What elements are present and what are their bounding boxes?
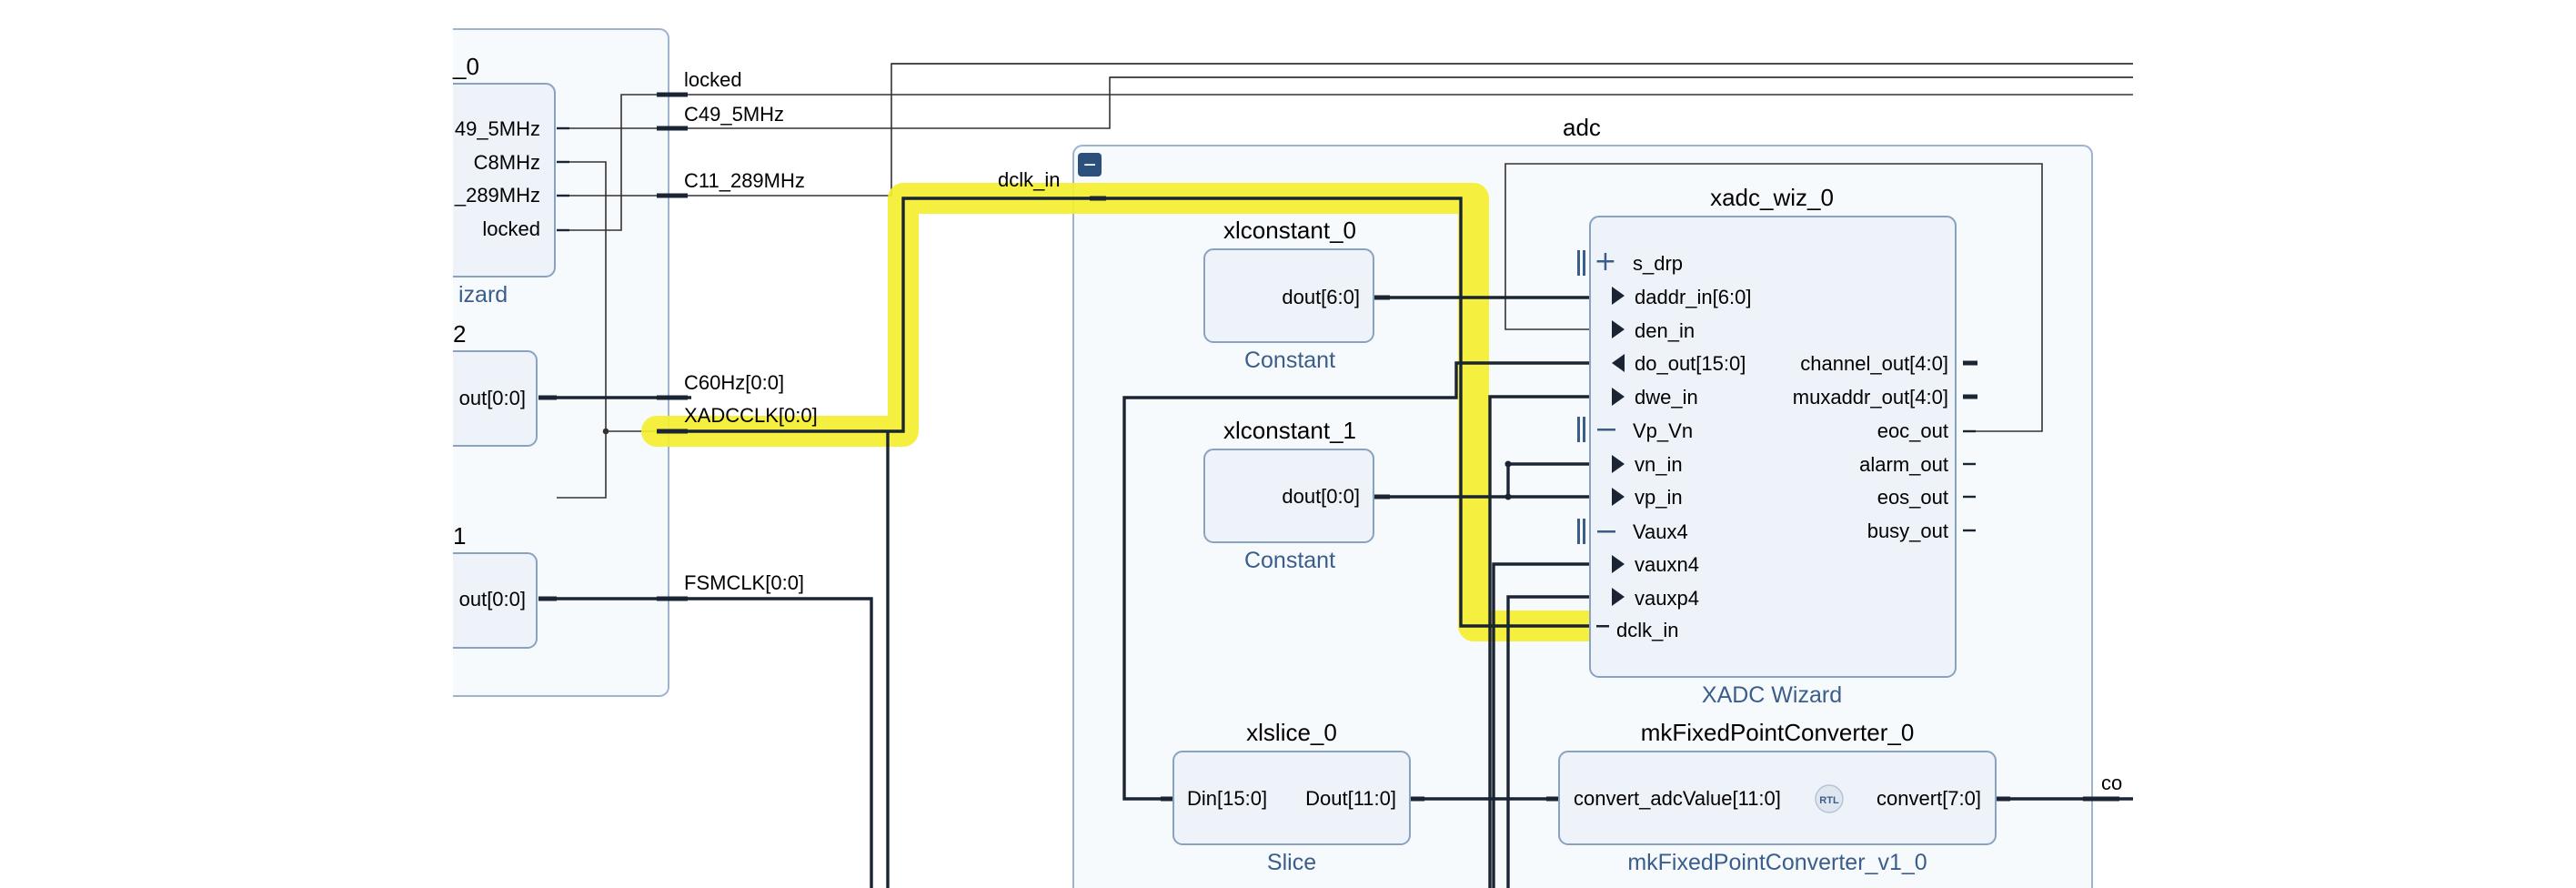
- thin-wires: [557, 63, 2138, 499]
- xlconstant-0-title: xlconstant_0: [1223, 217, 1356, 244]
- xadc-wiz-0-type: XADC Wizard: [1702, 682, 1842, 708]
- xlslice-0-block[interactable]: [1172, 751, 1411, 845]
- xadc-port-daddr-in: daddr_in[6:0]: [1635, 286, 1751, 308]
- net-label-c11: C11_289MHz: [684, 169, 805, 192]
- xadc-port-do-out: do_out[15:0]: [1635, 352, 1746, 375]
- adc-block-title: adc: [1563, 114, 1601, 141]
- net-label-c49: C49_5MHz: [684, 103, 784, 126]
- block-c-title: 1: [453, 522, 466, 550]
- adc-collapse-button[interactable]: [1078, 153, 1102, 177]
- xlslice-0-out-port: Dout[11:0]: [1305, 787, 1396, 810]
- xlslice-0-in-port: Din[15:0]: [1187, 787, 1267, 810]
- xadc-port-s-drp: s_drp: [1633, 252, 1683, 275]
- block-b-title: 2: [453, 320, 466, 348]
- xadc-port-alarm-out: alarm_out: [1859, 453, 1948, 476]
- net-label-c60: C60Hz[0:0]: [684, 371, 784, 394]
- converter-type: mkFixedPointConverter_v1_0: [1627, 850, 1927, 875]
- xlconstant-0-type: Constant: [1244, 348, 1335, 373]
- xadc-port-dwe-in: dwe_in: [1635, 386, 1698, 409]
- xlslice-0-title: xlslice_0: [1246, 719, 1337, 746]
- net-label-fsmclk: FSMCLK[0:0]: [684, 571, 804, 594]
- xadc-port-muxaddr-out: muxaddr_out[4:0]: [1793, 386, 1948, 409]
- xlconstant-1-title: xlconstant_1: [1223, 417, 1356, 444]
- block-c-port: out[0:0]: [459, 588, 526, 610]
- clock-port-49-5mhz: 49_5MHz: [455, 117, 540, 140]
- xlslice-0-type: Slice: [1267, 850, 1316, 875]
- collapse-icon: −: [1083, 153, 1096, 177]
- xadc-port-busy-out: busy_out: [1867, 520, 1948, 542]
- net-label-xadcclk: XADCCLK[0:0]: [684, 404, 818, 427]
- xadc-wiz-0-block[interactable]: [1589, 216, 1957, 678]
- net-label-locked: locked: [684, 68, 742, 91]
- xlconstant-1-port: dout[0:0]: [1282, 485, 1360, 508]
- net-stubs: [538, 92, 2119, 802]
- converter-in-port: convert_adcValue[11:0]: [1574, 787, 1781, 810]
- plus-icon: +: [1594, 246, 1616, 278]
- xadc-port-vauxn4: vauxn4: [1635, 553, 1699, 576]
- xadc-port-eoc-out: eoc_out: [1877, 419, 1948, 442]
- xlconstant-1-block[interactable]: [1203, 449, 1374, 543]
- converter-out-port: convert[7:0]: [1877, 787, 1981, 810]
- clock-wizard-type-label: izard: [458, 282, 508, 308]
- rtl-badge-icon: [1815, 784, 1844, 813]
- xadc-port-vauxp4: vauxp4: [1635, 587, 1699, 610]
- clock-port-locked: locked: [482, 217, 540, 240]
- xadc-port-dclk-in: dclk_in: [1616, 619, 1678, 641]
- clock-port-289mhz: _289MHz: [454, 184, 540, 207]
- block-b-port: out[0:0]: [459, 387, 526, 409]
- converter-block[interactable]: [1558, 751, 1997, 845]
- xadc-input-port-icons: +: [1577, 246, 1625, 628]
- xlconstant-1-type: Constant: [1244, 548, 1335, 573]
- rtl-badge-text: RTL: [1819, 795, 1839, 806]
- converter-title: mkFixedPointConverter_0: [1641, 719, 1915, 746]
- xadc-port-vp-vn: Vp_Vn: [1633, 419, 1693, 442]
- xadc-port-vaux4: Vaux4: [1633, 520, 1688, 543]
- xlconstant-0-port: dout[6:0]: [1282, 286, 1360, 308]
- xadc-port-channel-out: channel_out[4:0]: [1800, 352, 1948, 375]
- xadc-port-vn-in: vn_in: [1635, 453, 1683, 476]
- clock-port-c8mhz: C8MHz: [474, 151, 540, 174]
- xadc-port-vp-in: vp_in: [1635, 486, 1683, 509]
- bus-icon: [1577, 250, 1580, 276]
- xadc-feedback-loop: [1504, 163, 2043, 432]
- xadc-port-den-in: den_in: [1635, 319, 1695, 342]
- xlconstant-0-block[interactable]: [1203, 248, 1374, 343]
- thick-wires: [538, 197, 2133, 888]
- xadc-port-eos-out: eos_out: [1877, 486, 1948, 509]
- net-label-dclk-in: dclk_in: [998, 168, 1060, 191]
- net-label-right-fragment: co: [2101, 772, 2122, 794]
- block-a-title: _0: [452, 53, 479, 80]
- xadc-wiz-0-title: xadc_wiz_0: [1710, 184, 1834, 211]
- net-stubs-thin: [557, 126, 1976, 532]
